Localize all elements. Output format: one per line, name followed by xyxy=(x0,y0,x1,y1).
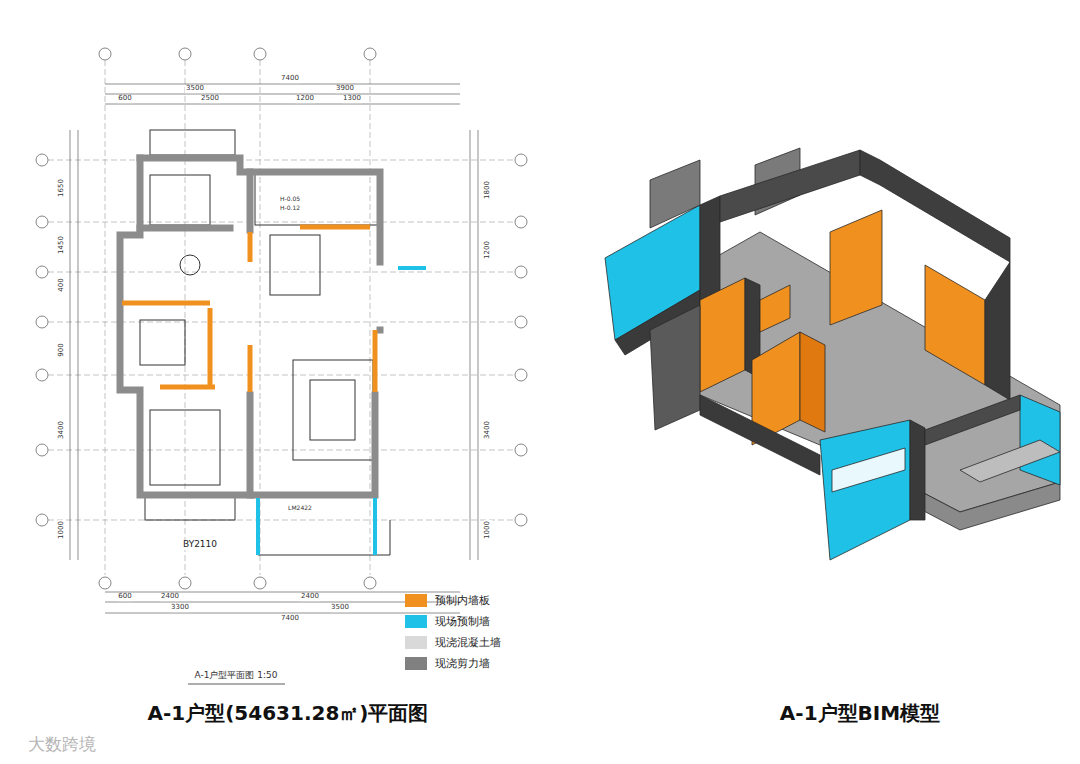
watermark: 大数跨境 xyxy=(28,735,96,754)
plan-annotation: 1450 xyxy=(58,235,66,255)
plan-annotation: 7400 xyxy=(280,615,300,623)
plan-annotation: 2500 xyxy=(200,95,220,103)
plan-annotation: H-0.05 xyxy=(279,196,301,203)
legend-text: 现场预制墙 xyxy=(435,614,490,629)
legend-text: 现浇剪力墙 xyxy=(435,656,490,671)
plan-annotation: 1000 xyxy=(484,520,492,540)
plan-annotation: 600 xyxy=(117,95,132,103)
plan-annotation: 3900 xyxy=(335,85,355,93)
plan-annotation: A-1户型平面图 1:50 xyxy=(193,671,278,681)
plan-annotation: 3500 xyxy=(185,85,205,93)
plan-annotation: 400 xyxy=(58,277,66,292)
plan-annotation: 1200 xyxy=(295,95,315,103)
legend-item: 现场预制墙 xyxy=(405,614,490,629)
plan-annotation: 2400 xyxy=(160,593,180,601)
plan-annotation: 3400 xyxy=(58,420,66,440)
plan-annotation: 3400 xyxy=(484,420,492,440)
legend-text: 现浇混凝土墙 xyxy=(435,635,501,650)
plan-annotation: LM2422 xyxy=(287,505,313,512)
plan-annotation: 1300 xyxy=(342,95,362,103)
plan-annotation: 3300 xyxy=(170,604,190,612)
legend-swatch xyxy=(405,636,427,649)
caption: A-1户型BIM模型 xyxy=(780,702,940,724)
plan-annotation: 1650 xyxy=(58,178,66,198)
plan-annotation: BY2110 xyxy=(182,540,218,550)
plan-annotation: 600 xyxy=(117,593,132,601)
legend-swatch xyxy=(405,657,427,670)
plan-annotation: 3500 xyxy=(330,604,350,612)
legend-swatch xyxy=(405,594,427,607)
plan-annotation: 900 xyxy=(58,342,66,357)
legend-text: 预制内墙板 xyxy=(435,593,490,608)
plan-annotation: H-0.12 xyxy=(279,205,301,212)
plan-annotation: 7400 xyxy=(280,75,300,83)
legend-item: 预制内墙板 xyxy=(405,593,490,608)
legend-item: 现浇剪力墙 xyxy=(405,656,490,671)
plan-annotation: 1000 xyxy=(58,520,66,540)
legend-swatch xyxy=(405,615,427,628)
plan-annotation: 1200 xyxy=(484,240,492,260)
caption: A-1户型(54631.28㎡)平面图 xyxy=(148,702,429,724)
plan-annotation: 2400 xyxy=(300,593,320,601)
legend-item: 现浇混凝土墙 xyxy=(405,635,501,650)
plan-annotation: 1800 xyxy=(484,180,492,200)
